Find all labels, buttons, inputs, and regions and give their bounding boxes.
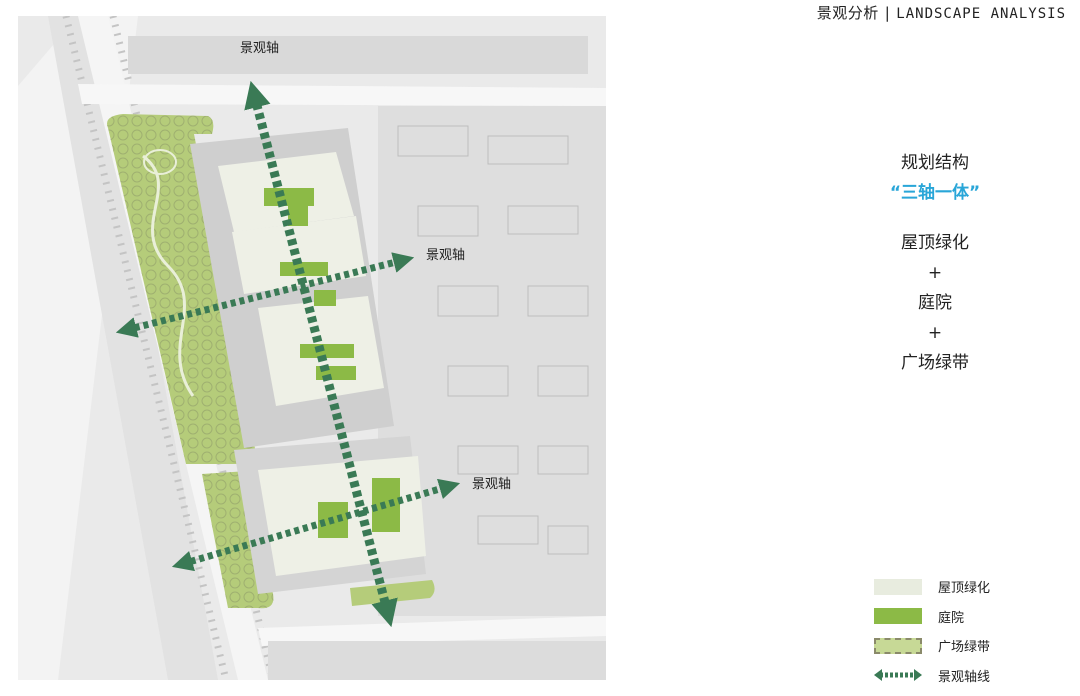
legend-swatch-plaza <box>874 637 922 654</box>
axis-label-top: 景观轴 <box>240 41 279 56</box>
structure-item-courtyard: 庭院 <box>918 293 952 313</box>
axis-west-east-lower <box>171 478 461 572</box>
structure-heading: 规划结构 <box>901 153 969 173</box>
legend-label-axis: 景观轴线 <box>938 669 991 685</box>
legend-swatch-courtyard <box>874 608 922 625</box>
legend-swatch-axis <box>874 669 922 682</box>
structure-plus-1: + <box>927 263 943 283</box>
legend-item-plaza: 广场绿带 <box>874 631 990 661</box>
axis-label-middle: 景观轴 <box>426 248 465 263</box>
legend-item-roof: 屋顶绿化 <box>874 572 990 602</box>
planning-structure: 规划结构 “三轴一体” 屋顶绿化 + 庭院 + 广场绿带 <box>830 148 1040 378</box>
legend: 屋顶绿化 庭院 广场绿带 景观轴线 <box>874 572 990 690</box>
page-title-en: LANDSCAPE ANALYSIS <box>896 6 1066 22</box>
legend-item-courtyard: 庭院 <box>874 602 990 632</box>
courtyard-n5 <box>300 344 354 358</box>
courtyard-n1 <box>264 188 314 206</box>
structure-item-plaza: 广场绿带 <box>901 353 969 373</box>
legend-label-roof: 屋顶绿化 <box>938 581 991 597</box>
axis-label-bottom: 景观轴 <box>472 477 511 492</box>
page-title-zh: 景观分析 <box>816 4 879 22</box>
page-header: 景观分析 | LANDSCAPE ANALYSIS <box>817 2 1066 23</box>
title-separator: | <box>884 4 891 22</box>
site-plan: 景观轴 景观轴 景观轴 <box>18 16 606 680</box>
courtyard-n3 <box>280 262 328 276</box>
legend-swatch-roof <box>874 578 922 595</box>
legend-item-axis: 景观轴线 <box>874 661 990 691</box>
courtyard-n4 <box>314 290 336 306</box>
bottom-road <box>258 616 606 646</box>
park-pavilion <box>143 149 177 175</box>
residential-buildings <box>397 125 589 555</box>
structure-subheading: “三轴一体” <box>889 183 981 203</box>
structure-plus-2: + <box>927 323 943 343</box>
landscape-axes <box>115 80 461 628</box>
axis-west-east-upper <box>115 252 415 338</box>
legend-label-plaza: 广场绿带 <box>938 640 991 656</box>
legend-label-courtyard: 庭院 <box>938 610 965 626</box>
structure-item-roof: 屋顶绿化 <box>901 233 969 253</box>
north-block <box>128 36 588 74</box>
south-block <box>268 641 606 680</box>
